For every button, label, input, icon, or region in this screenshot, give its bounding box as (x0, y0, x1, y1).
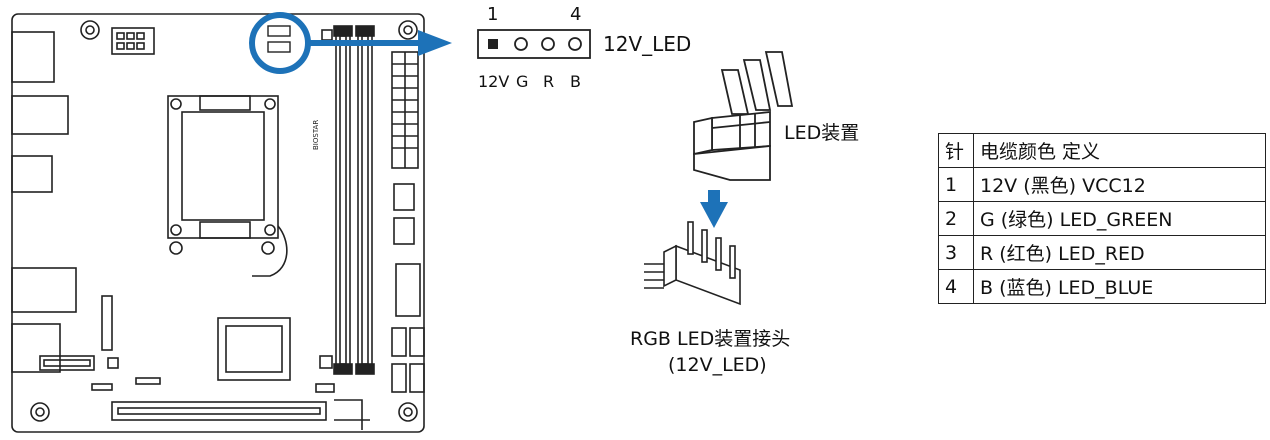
table-cell-definition: G (绿色) LED_GREEN (973, 201, 1266, 236)
led-device-connector (693, 51, 794, 181)
pin-1-square (488, 39, 498, 49)
table-cell-definition: B (蓝色) LED_BLUE (973, 269, 1266, 304)
board-brand: BIOSTAR (312, 120, 320, 150)
mounting-holes (30, 20, 418, 422)
pin-number-1: 1 (487, 4, 499, 25)
header-outline (267, 25, 333, 53)
pcie-slot (111, 399, 370, 430)
table-header-definition: 电缆颜色 定义 (973, 133, 1266, 168)
led-device-label: LED装置 (784, 122, 860, 144)
pin-label-g: G (516, 72, 529, 91)
header-pin-diagram (477, 29, 591, 59)
table-cell-pin: 2 (938, 201, 974, 236)
rear-io-ports (11, 31, 77, 373)
board-outline (11, 13, 425, 433)
pin-label-12v: 12V (478, 72, 510, 91)
table-header-row: 针 电缆颜色 定义 (938, 133, 1266, 168)
atx-power-connector (391, 51, 419, 169)
connector-caption-sub: (12V_LED) (668, 354, 767, 376)
table-cell-pin: 3 (938, 235, 974, 270)
table-cell-pin: 4 (938, 269, 974, 304)
pointer-arrow (308, 30, 452, 56)
pin-3-circle (541, 37, 555, 51)
header-highlight-circle (249, 12, 311, 74)
table-row: 1 12V (黑色) VCC12 (938, 167, 1266, 202)
pin-label-b: B (570, 72, 581, 91)
table-row: 4 B (蓝色) LED_BLUE (938, 269, 1266, 304)
pin-number-4: 4 (570, 4, 582, 25)
table-row: 3 R (红色) LED_RED (938, 235, 1266, 270)
header-box (477, 29, 591, 59)
table-row: 2 G (绿色) LED_GREEN (938, 201, 1266, 236)
pin-definition-table: 针 电缆颜色 定义 1 12V (黑色) VCC12 2 G (绿色) LED_… (938, 133, 1266, 304)
cpu-socket (167, 95, 288, 277)
header-name-label: 12V_LED (603, 32, 692, 56)
dimm-slots (333, 25, 375, 375)
pin-4-circle (568, 37, 582, 51)
cpu-power-connector (111, 27, 155, 55)
connector-caption: RGB LED装置接头 (630, 328, 791, 350)
right-side-headers (391, 183, 425, 393)
table-cell-definition: 12V (黑色) VCC12 (973, 167, 1266, 202)
table-header-pin: 针 (938, 133, 974, 168)
motherboard (11, 13, 425, 433)
board-pin-header (644, 221, 741, 306)
table-cell-pin: 1 (938, 167, 974, 202)
pin-2-circle (514, 37, 528, 51)
table-cell-definition: R (红色) LED_RED (973, 235, 1266, 270)
chipset (217, 317, 291, 381)
down-arrow (700, 190, 728, 228)
pin-label-r: R (543, 72, 555, 91)
m2-slot (39, 295, 335, 393)
